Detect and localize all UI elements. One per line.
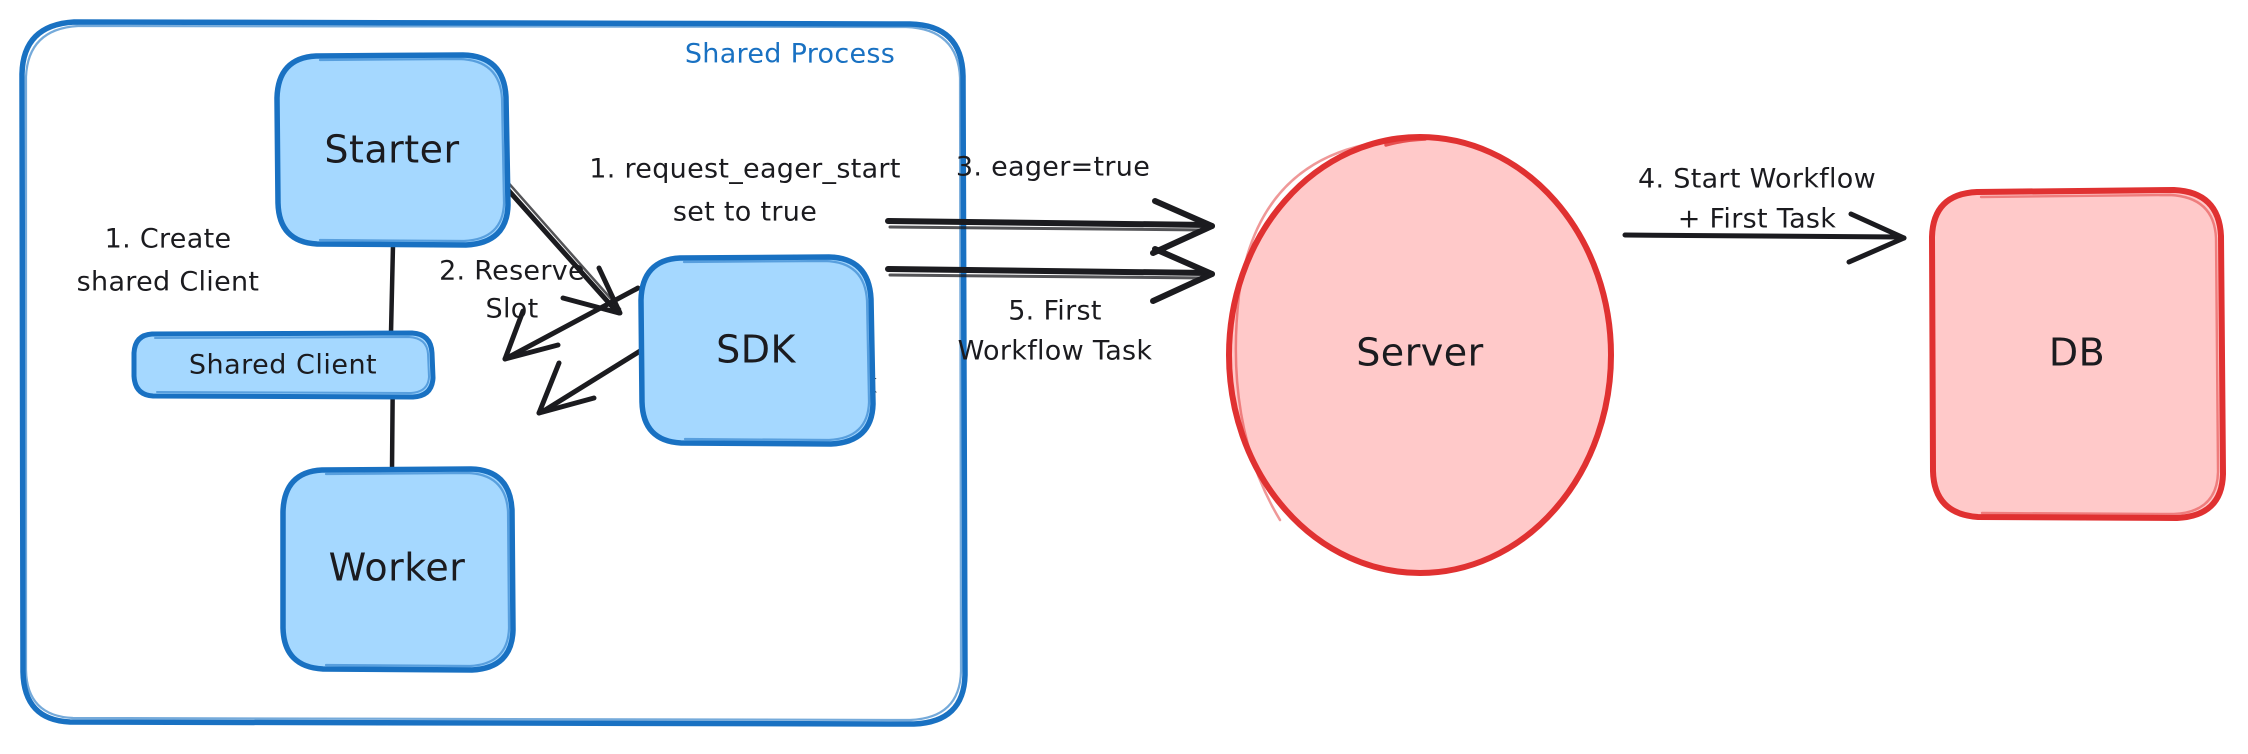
node-label-server: Server bbox=[1356, 331, 1484, 375]
edge-label-start-workflow-line2: + First Task bbox=[1678, 204, 1837, 235]
node-worker[interactable]: Worker bbox=[280, 466, 516, 673]
edge-eager-true: 3. eager=true bbox=[885, 152, 1215, 256]
edge-label-first-workflow-task-line1: 5. First bbox=[1008, 296, 1102, 327]
edge-create-shared-client: 1. Create shared Client bbox=[77, 224, 396, 473]
edge-label-reserve-slot-line2: Slot bbox=[486, 294, 539, 325]
edge-label-create-shared-client-line2: shared Client bbox=[77, 267, 260, 298]
shared-process-container: Shared Process bbox=[19, 19, 968, 727]
node-label-starter: Starter bbox=[324, 128, 459, 172]
node-db[interactable]: DB bbox=[1929, 187, 2226, 521]
edge-label-create-shared-client-line1: 1. Create bbox=[105, 224, 232, 255]
node-sdk[interactable]: SDK bbox=[638, 254, 876, 447]
edge-reserve-slot: 2. Reserve Slot bbox=[439, 256, 641, 362]
edge-label-first-workflow-task-line2: Workflow Task bbox=[958, 336, 1153, 367]
node-server[interactable]: Server bbox=[1226, 134, 1614, 576]
node-starter[interactable]: Starter bbox=[274, 52, 511, 248]
node-shared-client[interactable]: Shared Client bbox=[131, 330, 436, 400]
shared-process-label: Shared Process bbox=[685, 39, 895, 70]
edge-label-request-eager-start-line1: 1. request_eager_start bbox=[589, 154, 900, 185]
edge-label-reserve-slot-line1: 2. Reserve bbox=[439, 256, 585, 287]
edge-first-workflow-task: 5. First Workflow Task bbox=[885, 246, 1215, 367]
node-label-worker: Worker bbox=[329, 546, 466, 590]
edge-start-workflow: 4. Start Workflow + First Task bbox=[1622, 164, 1907, 265]
edge-label-eager-true: 3. eager=true bbox=[956, 152, 1150, 183]
edge-label-start-workflow-line1: 4. Start Workflow bbox=[1638, 164, 1876, 195]
edge-request-eager-start: 1. request_eager_start set to true bbox=[498, 154, 900, 316]
edge-label-request-eager-start-line2: set to true bbox=[673, 197, 817, 228]
node-label-shared-client: Shared Client bbox=[189, 350, 377, 381]
node-label-sdk: SDK bbox=[716, 328, 796, 372]
node-label-db: DB bbox=[2049, 331, 2105, 375]
